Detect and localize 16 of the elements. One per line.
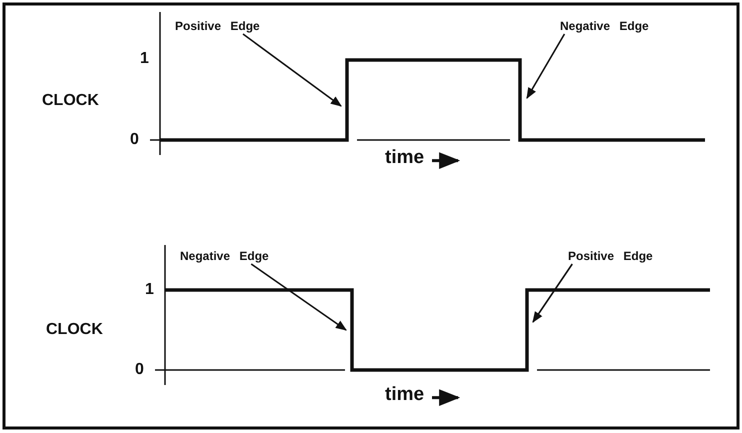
leader-line xyxy=(526,34,566,99)
annotation-text: Negative Edge xyxy=(560,20,649,34)
leader-line xyxy=(532,264,573,323)
axis-tick-label: 0 xyxy=(130,131,139,149)
annotation-text: Positive Edge xyxy=(568,250,653,264)
axis-tick-label: 1 xyxy=(145,281,154,299)
annotation-text: Negative Edge xyxy=(180,250,269,264)
leader-line xyxy=(242,33,342,107)
axis-title: time xyxy=(385,148,424,169)
leader-line xyxy=(250,263,347,331)
signal-label: CLOCK xyxy=(42,92,99,110)
axis-tick-label: 1 xyxy=(140,50,149,68)
signal-label: CLOCK xyxy=(46,321,103,339)
axis-tick-label: 0 xyxy=(135,361,144,379)
annotation-text: Positive Edge xyxy=(175,20,260,34)
axis-title: time xyxy=(385,385,424,406)
